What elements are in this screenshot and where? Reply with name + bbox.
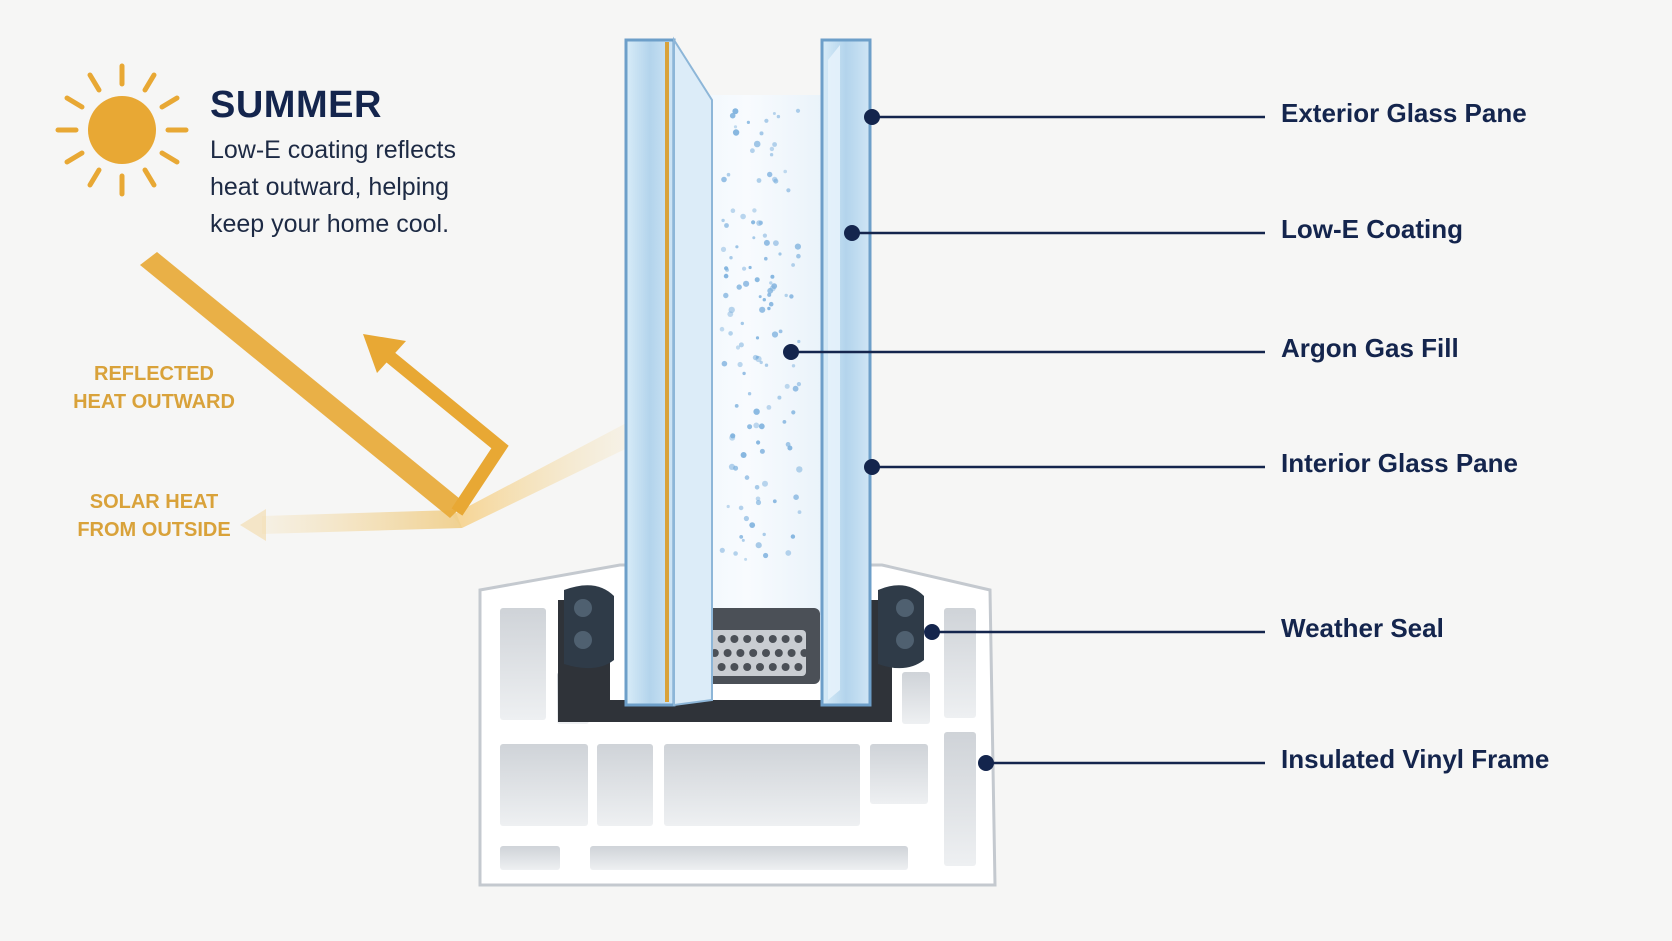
leader-weather-seal bbox=[924, 624, 1265, 640]
reflected-heat-arrow-icon bbox=[363, 334, 509, 516]
callout-argon-gas-fill: Argon Gas Fill bbox=[1281, 333, 1459, 363]
leader-exterior-glass-pane bbox=[864, 109, 1265, 125]
callout-insulated-vinyl-frame: Insulated Vinyl Frame bbox=[1281, 744, 1550, 774]
callout-interior-glass-pane: Interior Glass Pane bbox=[1281, 448, 1518, 478]
season-description: Low-E coating reflects heat outward, hel… bbox=[210, 136, 456, 238]
interior-glass-pane bbox=[820, 38, 872, 707]
leader-insulated-vinyl-frame bbox=[978, 755, 1265, 771]
callout-leaders bbox=[783, 109, 1265, 771]
sun-icon bbox=[55, 63, 189, 197]
leader-argon-gas-fill bbox=[783, 344, 1265, 360]
solar-heat-label: SOLAR HEAT FROM OUTSIDE bbox=[77, 491, 231, 541]
callout-low-e-coating: Low-E Coating bbox=[1281, 214, 1463, 244]
leader-low-e-coating bbox=[844, 225, 1265, 241]
low-e-coating bbox=[665, 42, 669, 702]
solar-heat-arrow-icon bbox=[240, 509, 462, 541]
callout-weather-seal: Weather Seal bbox=[1281, 613, 1444, 643]
leader-interior-glass-pane bbox=[864, 459, 1265, 475]
heat-rays bbox=[140, 252, 640, 541]
reflected-heat-label: REFLECTED HEAT OUTWARD bbox=[73, 363, 235, 413]
callout-exterior-glass-pane: Exterior Glass Pane bbox=[1281, 98, 1527, 128]
season-title: SUMMER bbox=[210, 84, 382, 126]
weather-seal bbox=[564, 585, 924, 669]
